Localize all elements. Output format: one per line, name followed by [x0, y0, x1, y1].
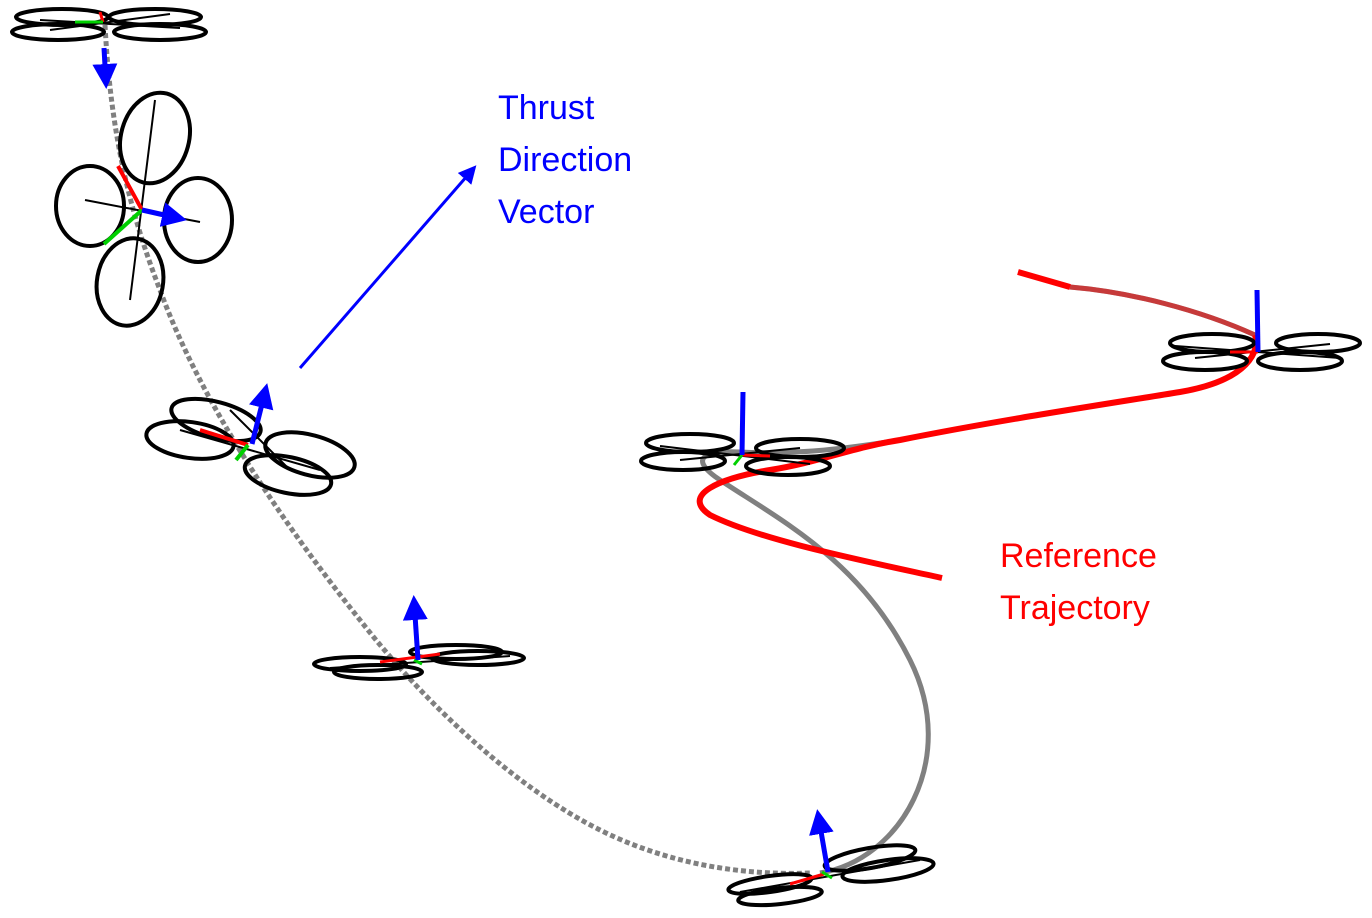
thrust-vector-2 — [141, 202, 187, 227]
thrust-vector-7 — [1254, 289, 1261, 353]
thrust-vector-1 — [92, 47, 118, 89]
reference-trajectory-start — [1017, 269, 1071, 290]
thrust-annotation-arrow — [298, 165, 477, 369]
actual-trajectory-solid — [700, 284, 1259, 876]
actual-trajectory-dashed — [102, 24, 811, 876]
thrust-direction-label: Thrust Direction Vector — [498, 82, 632, 238]
quadrotor-icon — [726, 809, 936, 908]
thrust-vector-6 — [739, 391, 746, 456]
quadrotor-icon — [1161, 289, 1362, 372]
reference-label-line-1: Reference — [1000, 537, 1157, 575]
thrust-vector-3 — [249, 383, 274, 445]
quadrotor-icon — [312, 595, 526, 681]
reference-trajectory-tail — [1017, 269, 1257, 338]
quadrotor-icon — [54, 90, 234, 328]
quadrotor-icon — [639, 391, 846, 477]
thrust-vector-5 — [809, 809, 834, 873]
thrust-vector-4 — [402, 595, 428, 661]
reference-trajectory-label: Reference Trajectory — [1000, 530, 1157, 634]
thrust-label-line-2: Direction — [498, 141, 633, 179]
quadrotor-icon — [10, 7, 208, 89]
thrust-label-line-3: Vector — [498, 193, 595, 231]
thrust-label-line-1: Thrust — [498, 89, 595, 127]
reference-label-line-2: Trajectory — [1000, 589, 1150, 627]
quadrotor-icon — [144, 383, 357, 497]
